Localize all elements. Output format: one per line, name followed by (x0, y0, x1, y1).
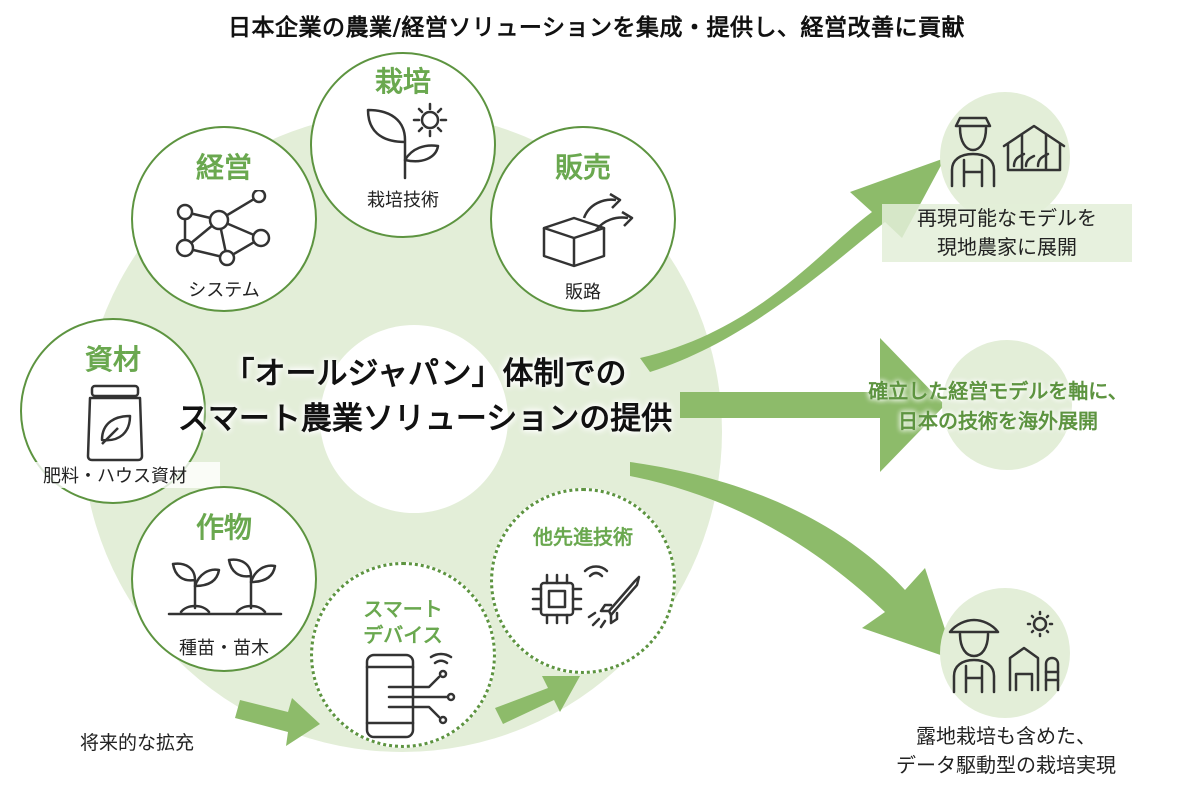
center-line-2: スマート農業ソリューションの提供 (177, 401, 673, 437)
center-hub (320, 325, 508, 513)
seedlings-icon (167, 558, 283, 616)
node-cultivation: 栽培 栽培技術 (310, 52, 496, 238)
node-management-title: 経営 (195, 151, 252, 184)
arrow-to-bottom-outcome (630, 462, 955, 660)
outcome-bottom-circle (940, 588, 1070, 718)
node-materials-title: 資材 (84, 343, 141, 376)
plant-gear-icon (366, 102, 448, 180)
outcome-top-label: 再現可能なモデルを 現地農家に展開 (882, 204, 1132, 262)
node-smart-device: スマート デバイス (310, 562, 496, 748)
node-cultivation-label: 栽培技術 (367, 190, 439, 211)
outcome-bottom-line-2: データ駆動型の栽培実現 (896, 753, 1116, 777)
arrow-to-top-outcome (640, 158, 945, 372)
page-title: 日本企業の農業/経営ソリューションを集成・提供し、経営改善に貢献 (228, 15, 965, 41)
farmer-field-icon (948, 610, 1060, 694)
center-line-1: 「オールジャパン」体制での (223, 356, 627, 392)
node-cultivation-title: 栽培 (374, 65, 431, 98)
farmer-greenhouse-icon (950, 116, 1066, 188)
center-message: 「オールジャパン」体制での スマート農業ソリューションの提供 (130, 352, 720, 442)
node-management: 経営 システム (131, 126, 317, 312)
chip-rocket-icon (531, 565, 641, 629)
outcome-bottom-line-1: 露地栽培も含めた、 (916, 724, 1096, 748)
outcome-top-line-2: 現地農家に展開 (937, 235, 1077, 259)
node-sales-title: 販売 (554, 151, 611, 184)
node-advanced-tech-title: 他先進技術 (533, 525, 633, 549)
network-icon (175, 190, 271, 267)
smartphone-circuit-icon (365, 652, 456, 739)
node-crops: 作物 種苗・苗木 (131, 486, 317, 672)
node-smart-device-title-1: スマート (363, 597, 443, 621)
node-crops-title: 作物 (195, 511, 252, 544)
future-expansion-label: 将来的な拡充 (80, 732, 195, 754)
outcome-middle-label: 確立した経営モデルを軸に、 日本の技術を海外展開 (828, 376, 1168, 436)
outcome-bottom-label: 露地栽培も含めた、 データ駆動型の栽培実現 (846, 722, 1166, 780)
arrow-future-2 (495, 676, 580, 724)
node-management-label: システム (188, 280, 260, 301)
node-materials-label: 肥料・ハウス資材 (10, 462, 220, 488)
fertilizer-bag-icon (86, 384, 144, 462)
outcome-top-line-1: 再現可能なモデルを (917, 206, 1097, 230)
node-advanced-tech: 他先進技術 (490, 488, 676, 674)
outcome-middle-line-1: 確立した経営モデルを軸に、 (868, 379, 1128, 403)
outcome-middle-line-2: 日本の技術を海外展開 (898, 409, 1098, 433)
node-smart-device-title-2: デバイス (363, 623, 443, 647)
node-sales-label: 販路 (565, 282, 601, 303)
node-sales: 販売 販路 (490, 126, 676, 312)
box-arrows-icon (542, 192, 634, 268)
arrow-future-1 (235, 698, 320, 746)
outcome-middle-circle (942, 340, 1072, 470)
arrow-to-middle-outcome (680, 338, 945, 472)
node-crops-label: 種苗・苗木 (179, 638, 269, 659)
